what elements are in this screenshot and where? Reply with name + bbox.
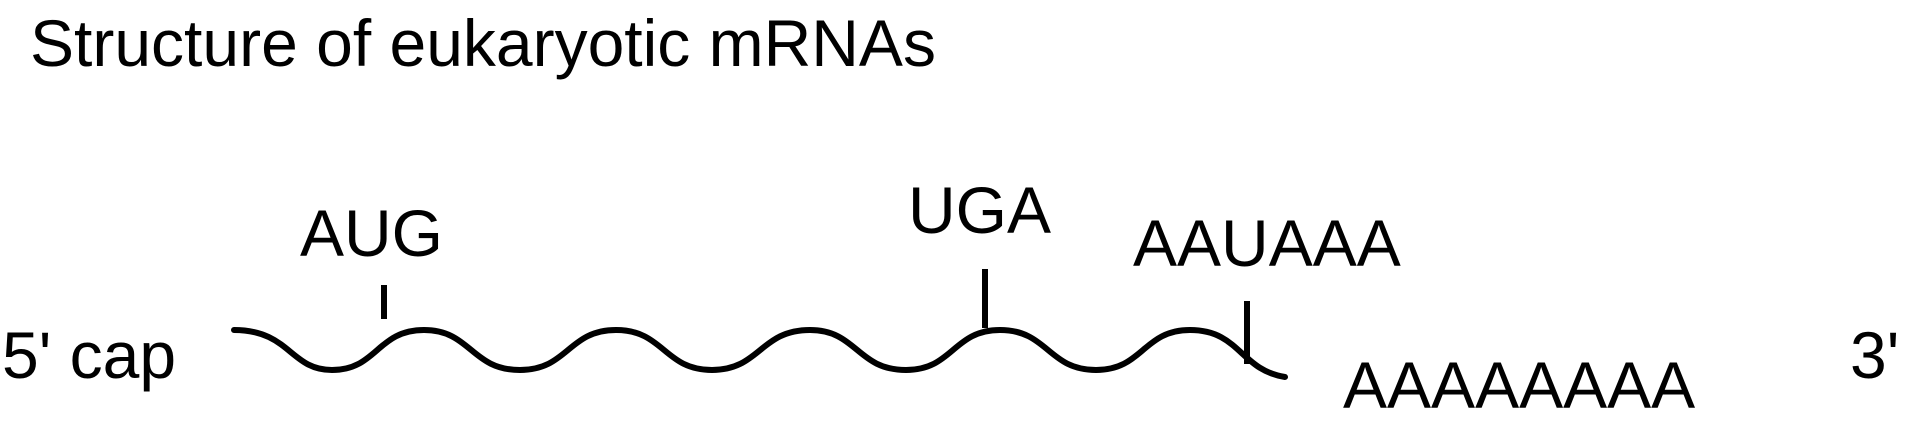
poly-a-tail-label: AAAAAAAA [1343, 348, 1696, 422]
diagram-title: Structure of eukaryotic mRNAs [30, 6, 936, 80]
three-prime-label: 3' [1850, 318, 1900, 392]
mrna-strand [231, 326, 1288, 380]
start-codon-label: AUG [300, 196, 444, 270]
polyadenylation-signal-label: AAUAAA [1133, 206, 1401, 280]
five-prime-cap-label: 5' cap [2, 318, 177, 392]
stop-codon-label: UGA [908, 173, 1052, 247]
